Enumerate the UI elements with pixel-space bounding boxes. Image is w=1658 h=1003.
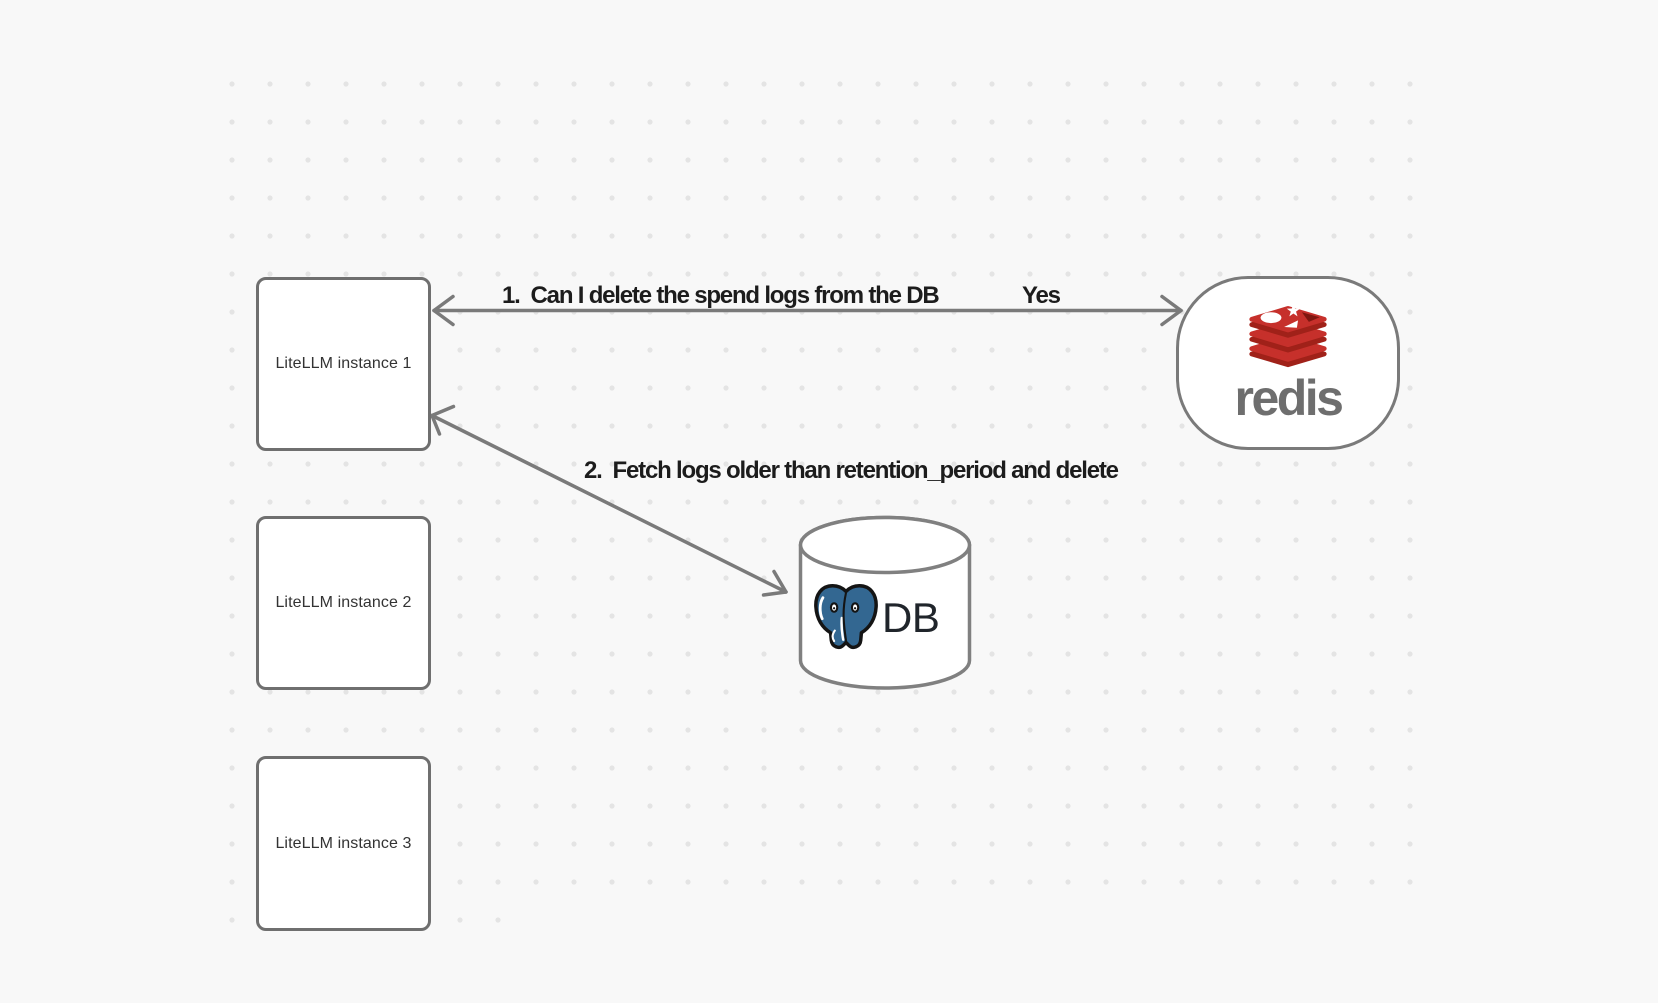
node-label: LiteLLM instance 3 xyxy=(275,834,412,852)
edge-label-yes: Yes xyxy=(1022,282,1061,309)
database-content: DB xyxy=(811,578,961,658)
arrowhead-right-icon xyxy=(1160,294,1183,327)
arrowhead-left-icon xyxy=(432,294,455,327)
arrowhead-bottom-icon xyxy=(761,569,788,597)
node-litellm-instance-3: LiteLLM instance 3 xyxy=(256,756,431,931)
edge-label-can-i-delete: 1. Can I delete the spend logs from the … xyxy=(502,282,940,309)
node-litellm-instance-1: LiteLLM instance 1 xyxy=(256,277,431,451)
redis-logo-icon xyxy=(1249,303,1327,368)
node-label: LiteLLM instance 2 xyxy=(275,594,412,611)
node-database: DB xyxy=(796,514,974,692)
arrow-litellm-db xyxy=(430,404,788,597)
arrow-litellm-redis xyxy=(432,294,1183,327)
postgresql-logo-icon xyxy=(814,584,878,650)
arrowhead-top-icon xyxy=(430,404,456,436)
redis-wordmark: redis xyxy=(1234,370,1344,426)
node-litellm-instance-2: LiteLLM instance 2 xyxy=(256,516,431,690)
node-redis: redis xyxy=(1176,276,1400,450)
database-label: DB xyxy=(882,594,940,641)
node-label: LiteLLM instance 1 xyxy=(275,355,412,372)
edge-label-fetch-logs: 2. Fetch logs older than retention_perio… xyxy=(584,457,1119,484)
